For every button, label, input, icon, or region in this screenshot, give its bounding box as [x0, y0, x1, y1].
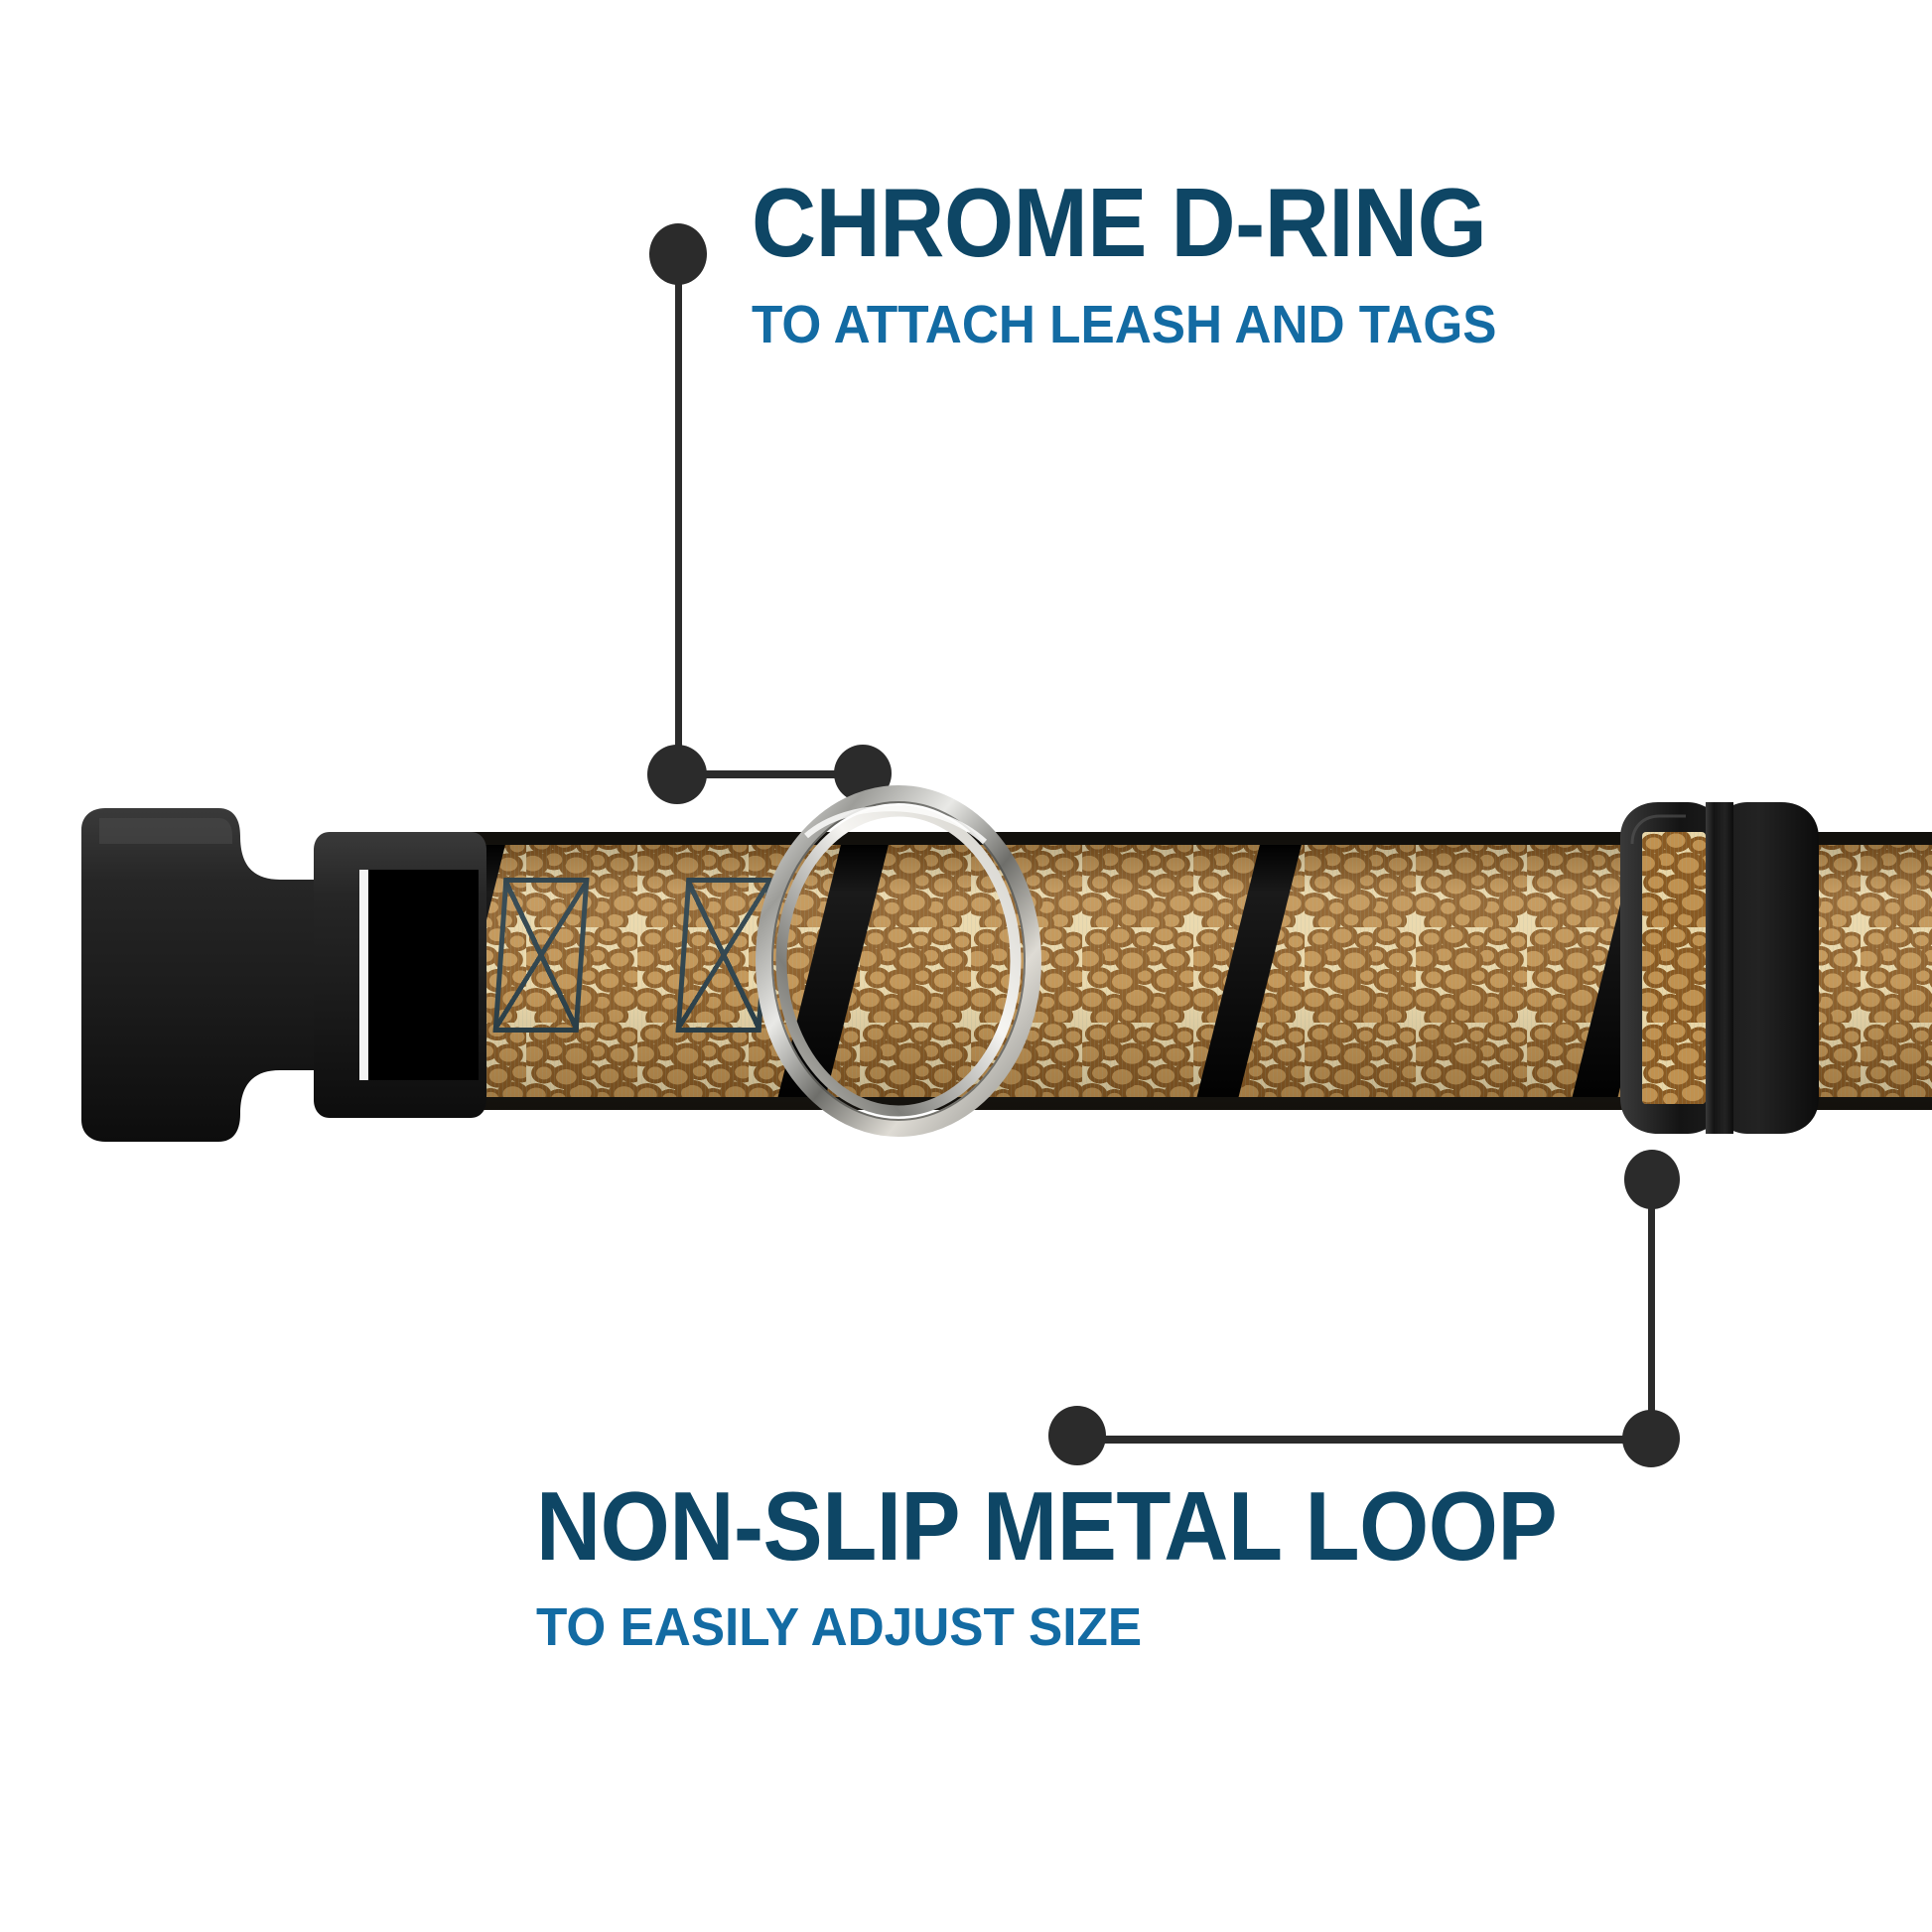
callout-subtitle-non-slip-metal-loop: TO EASILY ADJUST SIZE — [536, 1597, 1143, 1657]
leader-line-vertical-bottom — [1648, 1191, 1655, 1438]
leader-line-horizontal-bottom — [1082, 1436, 1634, 1444]
slider-window-left — [1642, 832, 1706, 1104]
webbing-edge-bottom — [415, 1097, 1932, 1110]
buckle-top-highlight — [99, 818, 232, 844]
dring-highlight — [804, 805, 988, 845]
leader-line-horizontal-top — [695, 770, 859, 778]
dring-seam — [771, 801, 1026, 1121]
leader-dot-bottom-left — [1048, 1406, 1106, 1465]
callout-subtitle-chrome-d-ring: TO ATTACH LEASH AND TAGS — [752, 295, 1497, 354]
slider-center-bar — [1706, 802, 1733, 1134]
side-release-buckle[interactable] — [69, 784, 486, 1162]
leader-line-vertical-top — [675, 266, 682, 772]
dring-outer-ring — [756, 785, 1041, 1137]
buckle-opening — [359, 870, 479, 1080]
chrome-d-ring[interactable] — [755, 784, 1042, 1137]
slider-highlight — [1630, 814, 1686, 845]
dring-inner-ring — [775, 805, 1022, 1117]
tri-glide-slider-loop[interactable] — [1606, 794, 1835, 1142]
callout-title-chrome-d-ring: CHROME D-RING — [752, 168, 1487, 277]
box-x-stitch — [492, 878, 590, 1033]
buckle-edge-highlight — [359, 870, 368, 1080]
callout-title-non-slip-metal-loop: NON-SLIP METAL LOOP — [536, 1471, 1558, 1581]
